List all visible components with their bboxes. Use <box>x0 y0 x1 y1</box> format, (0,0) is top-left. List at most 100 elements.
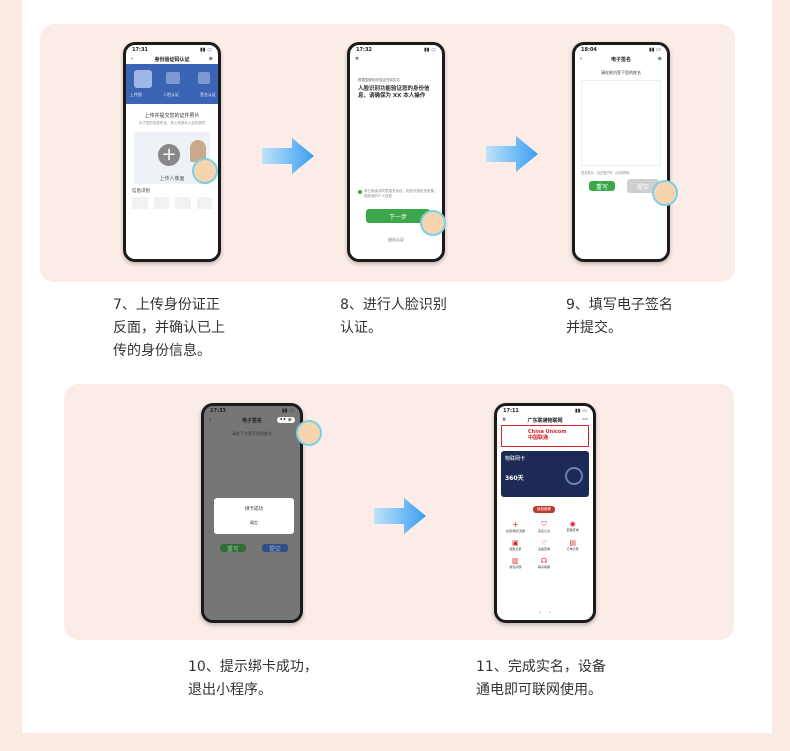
signal-icon: ▮▮ ▭ <box>282 407 294 414</box>
submit-button[interactable]: 提交 <box>627 179 659 193</box>
menu-item[interactable]: ♡设备查询 <box>530 539 559 551</box>
card-days: 360天 <box>505 475 524 482</box>
step-icon-upload <box>134 70 152 88</box>
steps-labels: 上传照 人脸认证 签名认证 <box>130 92 216 98</box>
status-bar: 17:33 ▮▮ ▭ <box>204 406 300 415</box>
card-title: 物联网卡 <box>505 456 526 462</box>
tap-hand-icon <box>652 180 678 206</box>
tap-hand-icon <box>296 420 322 446</box>
close-icon[interactable]: × <box>502 417 507 423</box>
faq-icon: ▥ <box>512 557 519 565</box>
more-icon[interactable]: ··· <box>582 417 588 423</box>
heart-icon: ♡ <box>540 539 548 547</box>
menu-item[interactable]: ▤订单记录 <box>558 539 587 551</box>
nav-title: 电子签名 <box>610 56 631 63</box>
nav-bar: × <box>350 54 442 64</box>
status-time: 17:31 <box>132 46 148 53</box>
bottom-nav: ‹ › <box>497 610 593 616</box>
logo-en: China Unicom <box>528 429 567 435</box>
signal-icon: ▮▮ ▭ <box>575 407 587 414</box>
shield-icon: ⛉ <box>541 520 547 528</box>
plus-icon: + <box>511 520 519 529</box>
signal-icon: ▮▮ ▭ <box>200 46 212 53</box>
nav-bar: ‹ 电子签名 ⊙ <box>575 54 667 64</box>
close-icon[interactable]: × <box>355 56 360 62</box>
menu-label: 联系客服 <box>537 565 550 569</box>
phone-step11: 17:11 ▮▮ ▭ × 广东联通物联网 ··· China Unicom 中国… <box>494 403 596 623</box>
step-label-2: 人脸认证 <box>163 92 179 97</box>
submit-button[interactable]: 提交 <box>262 544 288 553</box>
status-time: 17:33 <box>210 407 226 414</box>
tip-line: 根据国家相关规定完成实名 <box>358 78 400 82</box>
caption-step9: 9、填写电子签名 并提交。 <box>566 297 673 336</box>
status-bar: 18:04 ▮▮ ▭ <box>575 45 667 54</box>
forward-icon[interactable]: › <box>548 610 551 616</box>
logo-cn: 中国联通 <box>528 435 549 441</box>
sign-hint: 签名提示：请正楷书写（请勿潦草） <box>581 171 632 175</box>
nav-title: 身份验证码认证 <box>154 56 190 63</box>
nav-bar: ‹ 电子签名 •• ⊙ <box>204 415 300 425</box>
close-capsule-icon[interactable]: •• ⊙ <box>276 417 295 423</box>
signature-pad[interactable] <box>581 80 661 166</box>
phone-screen: 17:33 ▮▮ ▭ ‹ 电子签名 •• ⊙ 请在下方签写您的姓名 绑卡成功 确… <box>204 406 300 620</box>
phone-screen: 18:04 ▮▮ ▭ ‹ 电子签名 ⊙ 请在框内签下您的姓名 签名提示：请正楷书… <box>575 45 667 259</box>
nav-bar: × 广东联通物联网 ··· <box>497 415 593 425</box>
step-icon-sign <box>198 72 210 84</box>
upload-portrait-button[interactable]: 上传人像面 <box>159 176 185 182</box>
back-icon[interactable]: ‹ <box>580 56 583 62</box>
menu-item[interactable]: ▣使用记录 <box>501 539 530 551</box>
add-icon[interactable]: + <box>158 144 180 166</box>
record-icon: ▣ <box>512 539 519 547</box>
clear-button[interactable]: 重写 <box>220 544 246 553</box>
dialog-text: 绑卡成功 <box>245 507 263 512</box>
status-bar: 17:31 ▮▮ ▭ <box>126 45 218 54</box>
caption-step7: 7、上传身份证正 反面，并确认已上 传的身份信息。 <box>113 297 225 359</box>
nav-title: 电子签名 <box>241 417 262 424</box>
menu-grid: +充值/购买流量 ⛉实名认证 ◉套餐查询 ▣使用记录 ♡设备查询 ▤订单记录 ▥… <box>501 520 587 569</box>
upload-hint: 为了您的信息安全，请上传您本人证件原件 <box>138 121 206 125</box>
nav-title: 广东联通物联网 <box>527 417 563 424</box>
status-bar: 17:32 ▮▮ ▭ <box>350 45 442 54</box>
menu-label: 设备查询 <box>537 547 550 551</box>
menu-icon[interactable]: ⊙ <box>208 56 213 62</box>
step-icon-face <box>166 72 180 84</box>
menu-item[interactable]: ☊联系客服 <box>530 557 559 569</box>
clear-button[interactable]: 重写 <box>589 181 615 191</box>
query-icon: ◉ <box>569 520 576 528</box>
status-bar: 17:11 ▮▮ ▭ <box>497 406 593 415</box>
upload-title: 上传并提交您的证件照片 <box>144 113 200 119</box>
back-icon[interactable]: ‹ <box>209 417 212 423</box>
arrow-right-icon <box>262 138 314 174</box>
dialog-confirm-button[interactable]: 确定 <box>250 520 258 525</box>
sign-prompt: 请在下方签写您的姓名 <box>232 431 272 436</box>
menu-item[interactable]: ▥常见问题 <box>501 557 530 569</box>
back-icon[interactable]: ‹ <box>131 56 134 62</box>
phone-step7: 17:31 ▮▮ ▭ ‹ 身份验证码认证 ⊙ 上传照 人脸认证 签名认证 上传并… <box>123 42 221 262</box>
renew-button[interactable]: 续费套餐 <box>533 506 555 513</box>
phone-step9: 18:04 ▮▮ ▭ ‹ 电子签名 ⊙ 请在框内签下您的姓名 签名提示：请正楷书… <box>572 42 670 262</box>
caption-step10: 10、提示绑卡成功， 退出小程序。 <box>188 659 318 698</box>
menu-label: 套餐查询 <box>566 528 579 532</box>
menu-label: 使用记录 <box>509 547 522 551</box>
agree-text: 我已阅读并同意相关协议，知悉并授权您收集、使用我的个人信息 <box>364 189 438 198</box>
exit-link[interactable]: 退出认证 <box>388 237 404 242</box>
step-label-3: 签名认证 <box>200 92 216 97</box>
steps-header: 上传照 人脸认证 签名认证 <box>126 64 218 104</box>
agree-checkbox[interactable] <box>358 190 362 194</box>
menu-label: 订单记录 <box>566 547 579 551</box>
menu-item[interactable]: ⛉实名认证 <box>530 520 559 533</box>
phone-screen: 17:11 ▮▮ ▭ × 广东联通物联网 ··· China Unicom 中国… <box>497 406 593 620</box>
menu-label: 实名认证 <box>537 529 550 533</box>
unicom-logo: China Unicom 中国联通 <box>528 429 567 441</box>
menu-label: 常见问题 <box>509 565 522 569</box>
tap-hand-icon <box>420 210 446 236</box>
menu-item[interactable]: ◉套餐查询 <box>558 520 587 533</box>
back-icon[interactable]: ‹ <box>539 610 542 616</box>
next-button[interactable]: 下一步 <box>366 209 430 223</box>
signal-icon: ▮▮ ▭ <box>649 46 661 53</box>
phone-screen: 17:31 ▮▮ ▭ ‹ 身份验证码认证 ⊙ 上传照 人脸认证 签名认证 上传并… <box>126 45 218 259</box>
menu-item[interactable]: +充值/购买流量 <box>501 520 530 533</box>
status-time: 18:04 <box>581 46 597 53</box>
menu-icon[interactable]: ⊙ <box>657 56 662 62</box>
iot-card[interactable]: 物联网卡 360天 <box>501 451 589 497</box>
